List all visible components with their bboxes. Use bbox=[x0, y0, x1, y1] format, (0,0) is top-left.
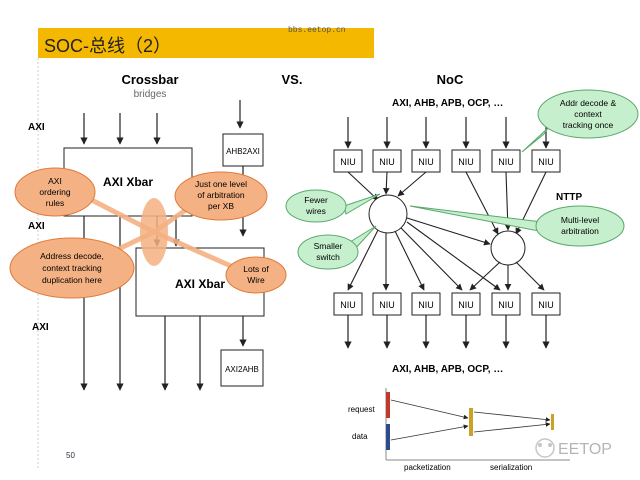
title-bar bbox=[38, 28, 374, 58]
ahb2axi-label: AHB2AXI bbox=[226, 147, 260, 156]
callout-lots-of-wire: Lots of Wire bbox=[225, 256, 287, 294]
heading-vs: VS. bbox=[282, 72, 303, 87]
xbar2-label: AXI Xbar bbox=[175, 277, 225, 291]
serialization-label: serialization bbox=[490, 463, 532, 472]
svg-text:Smaller: Smaller bbox=[314, 241, 343, 251]
switch-link bbox=[406, 217, 491, 246]
nttp-label: NTTP bbox=[556, 192, 582, 203]
svg-text:NIU: NIU bbox=[498, 300, 514, 310]
svg-text:switch: switch bbox=[316, 252, 340, 262]
svg-text:NIU: NIU bbox=[538, 157, 554, 167]
svg-text:Just one level: Just one level bbox=[195, 179, 247, 189]
svg-text:arbitration: arbitration bbox=[561, 226, 599, 236]
axi-label-bottom: AXI bbox=[32, 322, 49, 333]
noc-switch-1 bbox=[368, 194, 408, 234]
watermark-url: bbs.eetop.cn bbox=[288, 26, 346, 35]
noc-protocols-top: AXI, AHB, APB, OCP, … bbox=[392, 98, 503, 109]
callout-arbitration: Just one level of arbitration per XB bbox=[174, 171, 268, 221]
callout-address-decode: Address decode, context tracking duplica… bbox=[9, 237, 135, 299]
axi-label-mid: AXI bbox=[28, 221, 45, 232]
svg-text:tracking once: tracking once bbox=[563, 120, 614, 130]
svg-text:context: context bbox=[574, 109, 602, 119]
axi-label-top: AXI bbox=[28, 122, 45, 133]
axi2ahb-box bbox=[220, 349, 264, 387]
niu-row-bottom: NIU NIU NIU NIU NIU NIU bbox=[333, 292, 561, 316]
svg-text:Fewer: Fewer bbox=[304, 195, 328, 205]
svg-text:NIU: NIU bbox=[418, 300, 434, 310]
heading-crossbar: Crossbar bbox=[121, 72, 178, 87]
svg-text:Lots of: Lots of bbox=[243, 264, 269, 274]
svg-text:NIU: NIU bbox=[418, 157, 434, 167]
svg-text:rules: rules bbox=[46, 198, 64, 208]
heading-crossbar-sub: bridges bbox=[134, 89, 167, 100]
svg-text:Address decode,: Address decode, bbox=[40, 251, 104, 261]
svg-text:Wire: Wire bbox=[247, 275, 265, 285]
svg-text:per XB: per XB bbox=[208, 201, 234, 211]
request-label: request bbox=[348, 405, 375, 414]
callout-ordering: AXI ordering rules bbox=[14, 167, 96, 217]
eetop-logo bbox=[535, 438, 555, 458]
callout-fewer-wires: Fewer wires bbox=[285, 189, 381, 223]
page-number: 50 bbox=[66, 451, 75, 460]
callout-multi-level-arbitration: Multi-level arbitration bbox=[409, 205, 625, 247]
packet-bar bbox=[469, 408, 473, 436]
packetization-flow bbox=[385, 388, 570, 461]
noc-switch-2 bbox=[490, 230, 526, 266]
svg-text:context tracking: context tracking bbox=[42, 263, 102, 273]
eetop-logo-text: EETOP bbox=[558, 441, 612, 458]
callout-addr-decode: Addr decode & context tracking once bbox=[521, 89, 639, 153]
svg-text:Multi-level: Multi-level bbox=[561, 215, 599, 225]
heading-noc: NoC bbox=[437, 72, 464, 87]
noc-output-arrows bbox=[344, 315, 550, 349]
svg-text:ordering: ordering bbox=[39, 187, 70, 197]
axi2ahb-label: AXI2AHB bbox=[225, 365, 259, 374]
slide-title: SOC-总线（2） bbox=[44, 36, 172, 56]
svg-text:duplication here: duplication here bbox=[42, 275, 102, 285]
svg-text:Addr decode &: Addr decode & bbox=[560, 98, 617, 108]
svg-text:NIU: NIU bbox=[379, 157, 395, 167]
svg-text:NIU: NIU bbox=[458, 300, 474, 310]
svg-text:NIU: NIU bbox=[379, 300, 395, 310]
svg-text:wires: wires bbox=[305, 206, 326, 216]
svg-text:AXI: AXI bbox=[48, 176, 62, 186]
callout-smaller-switch: Smaller switch bbox=[297, 225, 377, 270]
xbar1-label: AXI Xbar bbox=[103, 175, 153, 189]
packetization-label: packetization bbox=[404, 463, 451, 472]
switch-to-niu bbox=[347, 221, 545, 291]
data-label: data bbox=[352, 432, 368, 441]
svg-text:NIU: NIU bbox=[458, 157, 474, 167]
svg-text:NIU: NIU bbox=[498, 157, 514, 167]
niu-row-top: NIU NIU NIU NIU NIU NIU bbox=[333, 149, 561, 173]
data-bar bbox=[386, 424, 390, 450]
xbar1-input-arrows bbox=[80, 100, 244, 145]
svg-text:NIU: NIU bbox=[538, 300, 554, 310]
noc-input-arrows bbox=[344, 117, 550, 149]
serial-bar bbox=[551, 414, 554, 430]
request-bar bbox=[386, 392, 390, 418]
svg-text:NIU: NIU bbox=[340, 300, 356, 310]
svg-text:of arbitration: of arbitration bbox=[197, 190, 245, 200]
svg-text:NIU: NIU bbox=[340, 157, 356, 167]
noc-protocols-bottom: AXI, AHB, APB, OCP, … bbox=[392, 364, 503, 375]
